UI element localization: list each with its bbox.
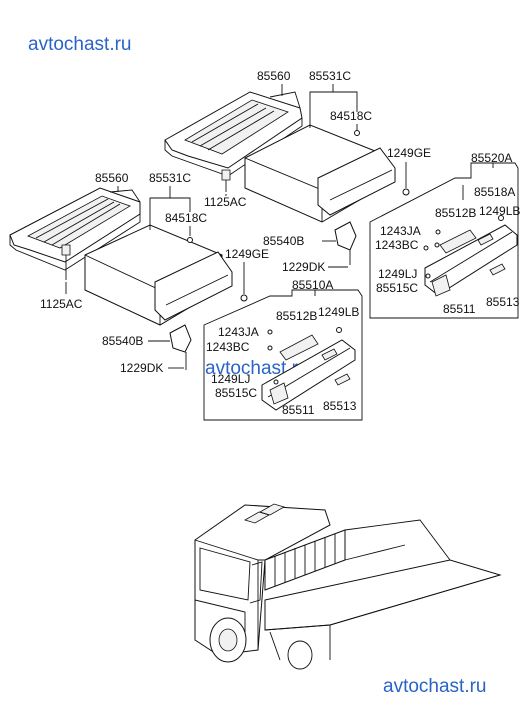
lower-storage-box bbox=[84, 224, 233, 326]
label-85518a: 85518A bbox=[474, 185, 515, 199]
panel-85520a-parts bbox=[423, 185, 518, 297]
label-lower-85515c: 85515C bbox=[215, 386, 257, 400]
label-lower-1125ac: 1125AC bbox=[40, 297, 83, 311]
lower-seat-frame bbox=[9, 187, 141, 271]
upper-screw-1249ge bbox=[402, 188, 410, 196]
upper-leader-lines bbox=[225, 84, 407, 268]
truck-illustration bbox=[194, 503, 502, 670]
label-upper-1229dk: 1229DK bbox=[282, 260, 325, 274]
label-lower-84518c: 84518C bbox=[165, 211, 207, 225]
label-lower-1249lb: 1249LB bbox=[318, 305, 359, 319]
lower-leader-lines bbox=[65, 186, 245, 369]
panel-85510a-frame bbox=[203, 289, 363, 421]
label-lower-1243bc: 1243BC bbox=[206, 340, 250, 354]
upper-bolt-84518c bbox=[354, 130, 360, 136]
label-right-85511: 85511 bbox=[443, 302, 476, 316]
label-right-1243bc: 1243BC bbox=[375, 238, 419, 252]
label-right-85513: 85513 bbox=[486, 295, 520, 309]
label-lower-1229dk: 1229DK bbox=[120, 361, 163, 375]
label-85510a: 85510A bbox=[292, 278, 333, 292]
lower-bolt-1125ac bbox=[61, 244, 71, 280]
panel-85520a-frame bbox=[369, 162, 519, 319]
upper-bracket bbox=[334, 221, 357, 265]
upper-seat-frame bbox=[164, 91, 303, 177]
label-upper-84518c: 84518C bbox=[330, 109, 372, 123]
panel-85510a-parts bbox=[261, 327, 356, 411]
label-right-85512b: 85512B bbox=[435, 206, 476, 220]
label-right-1243ja: 1243JA bbox=[380, 224, 421, 238]
lower-bracket bbox=[169, 324, 192, 370]
label-upper-85560: 85560 bbox=[257, 69, 291, 83]
label-lower-1249ge: 1249GE bbox=[225, 247, 269, 261]
label-lower-85513: 85513 bbox=[323, 399, 357, 413]
label-85520a: 85520A bbox=[471, 151, 512, 165]
label-lower-85540b: 85540B bbox=[102, 334, 143, 348]
label-upper-85540b: 85540B bbox=[263, 234, 304, 248]
label-lower-1249lj: 1249LJ bbox=[211, 372, 250, 386]
label-lower-85512b: 85512B bbox=[276, 309, 317, 323]
lower-bolt-84518c bbox=[187, 237, 193, 243]
label-right-1249lj: 1249LJ bbox=[378, 267, 417, 281]
label-upper-1125ac: 1125AC bbox=[204, 195, 247, 209]
label-lower-85511: 85511 bbox=[282, 403, 315, 417]
watermark-top: avtochast.ru bbox=[28, 34, 132, 55]
label-right-1249lb: 1249LB bbox=[479, 204, 520, 218]
label-lower-85560: 85560 bbox=[95, 171, 129, 185]
label-upper-85531c: 85531C bbox=[309, 69, 351, 83]
lower-screw-1249ge bbox=[240, 294, 248, 302]
label-lower-85531c: 85531C bbox=[149, 171, 191, 185]
label-right-85515c: 85515C bbox=[376, 281, 418, 295]
upper-bolt-1125ac bbox=[221, 169, 231, 192]
watermark-bottom: avtochast.ru bbox=[383, 676, 487, 697]
label-upper-1249ge: 1249GE bbox=[387, 146, 431, 160]
label-lower-1243ja: 1243JA bbox=[218, 325, 259, 339]
